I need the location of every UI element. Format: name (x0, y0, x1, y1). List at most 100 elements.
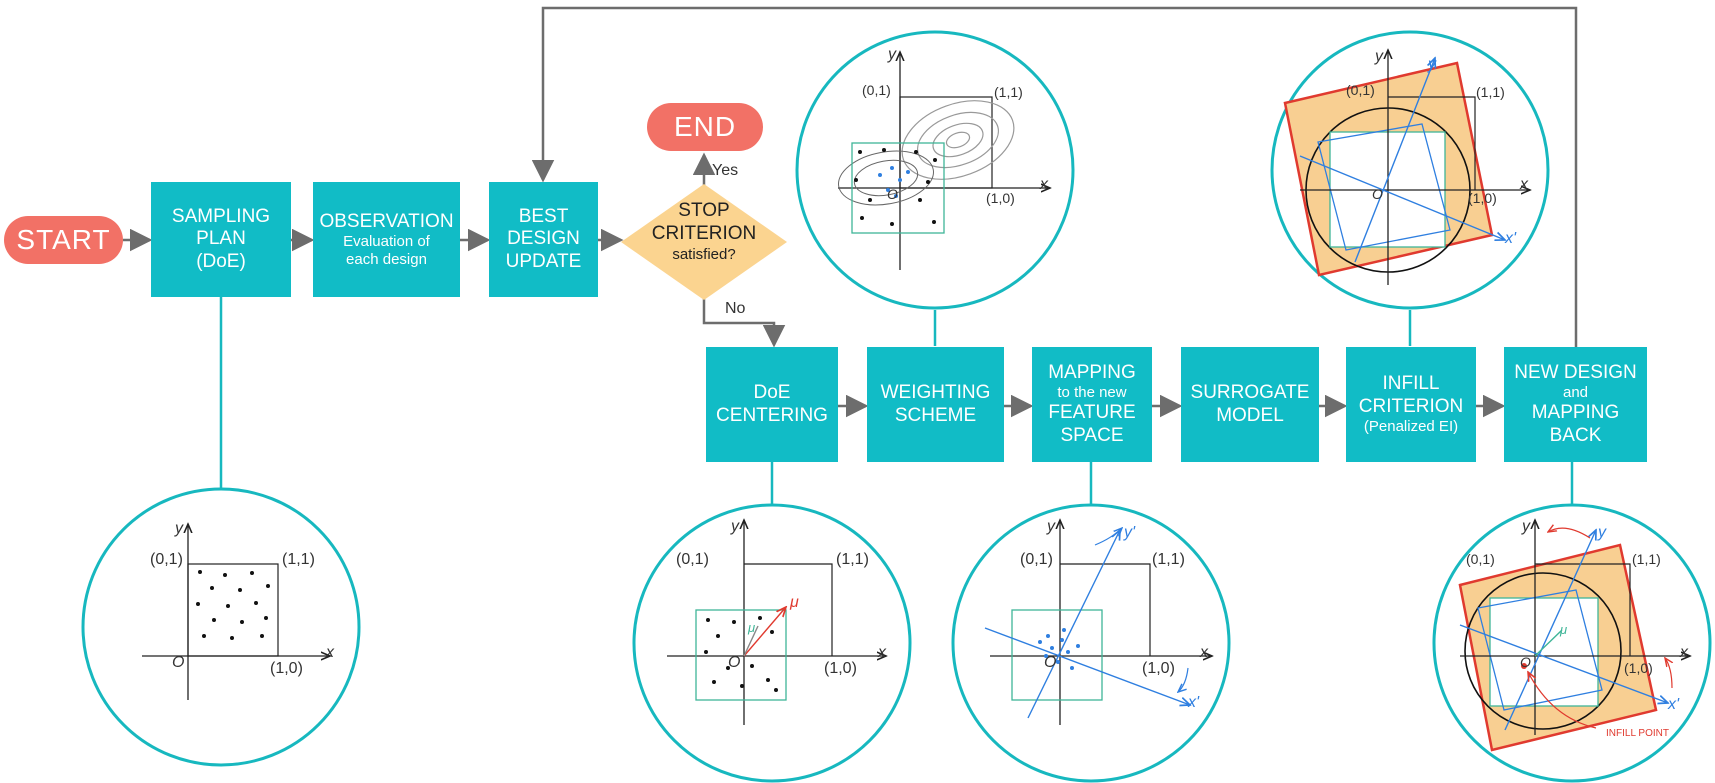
new-design-box: NEW DESIGN and MAPPING BACK (1504, 347, 1647, 462)
axis-x-rotated: x' (1188, 694, 1200, 711)
axis-label-01: (0,1) (676, 551, 709, 568)
axis-label-10: (1,0) (1142, 660, 1175, 677)
box-line: DoE (753, 382, 791, 404)
box-sub: Evaluation of (343, 233, 430, 251)
decision-line: CRITERION (651, 222, 757, 244)
observation-box: OBSERVATION Evaluation of each design (313, 182, 460, 297)
box-line: SURROGATE (1190, 382, 1310, 404)
weighting-scheme-box: WEIGHTING SCHEME (867, 347, 1004, 462)
new-design-circle (1432, 503, 1712, 783)
surrogate-model-box: SURROGATE MODEL (1181, 347, 1319, 462)
box-line: to the new (1057, 384, 1127, 402)
box-line: WEIGHTING (880, 382, 991, 404)
box-line: NEW DESIGN (1514, 362, 1637, 384)
axis-label-10: (1,0) (270, 660, 303, 677)
box-line: INFILL (1382, 373, 1440, 395)
axis-origin: O (1044, 654, 1057, 671)
axis-y: y (888, 46, 896, 63)
decision-text: STOP CRITERION satisfied? (636, 200, 772, 264)
axis-x: x (1040, 176, 1048, 193)
start-node: START (4, 216, 123, 264)
axis-label-11: (1,1) (994, 84, 1023, 100)
box-line: SPACE (1060, 424, 1124, 446)
sampling-plan-circle (81, 487, 361, 767)
axis-label-01: (0,1) (862, 82, 891, 98)
axis-label-10: (1,0) (1468, 190, 1497, 206)
axis-label-11: (1,1) (1476, 84, 1505, 100)
box-line: (Penalized EI) (1363, 418, 1459, 436)
arrow-decision-centering (702, 297, 786, 348)
axis-x: x (878, 644, 886, 661)
mapping-circle (951, 503, 1231, 783)
axis-x: x (1680, 644, 1688, 661)
axis-label-01: (0,1) (1466, 551, 1495, 567)
box-title: OBSERVATION (319, 210, 454, 232)
sampling-plan-box: SAMPLING PLAN (DoE) (151, 182, 291, 297)
arrow-loop-back (531, 6, 1578, 347)
axis-y-rotated: y' (1124, 524, 1136, 541)
axis-x: x (326, 644, 334, 661)
mapping-box: MAPPING to the new FEATURE SPACE (1032, 347, 1152, 462)
box-line: PLAN (196, 228, 246, 250)
axis-label-11: (1,1) (282, 551, 315, 568)
infill-point-label: INFILL POINT (1606, 728, 1669, 739)
box-line: BEST (518, 205, 569, 227)
box-line: FEATURE (1048, 402, 1136, 424)
box-line: SCHEME (894, 404, 977, 426)
box-line: CRITERION (1358, 395, 1464, 417)
axis-label-10: (1,0) (986, 190, 1015, 206)
doe-centering-circle (632, 503, 912, 783)
axis-origin: O (1520, 654, 1531, 670)
axis-y: y (731, 518, 739, 535)
mu-vector-label: μ (1560, 622, 1568, 637)
axis-label-01: (0,1) (1346, 82, 1375, 98)
infill-criterion-circle (1270, 30, 1550, 310)
axis-x: x (1200, 644, 1208, 661)
decision-line: STOP (678, 200, 730, 221)
axis-y-rotated: y (1428, 56, 1436, 73)
box-line: UPDATE (505, 250, 582, 272)
axis-label-11: (1,1) (1632, 551, 1661, 567)
box-line: MAPPING (1048, 362, 1136, 384)
axis-origin: O (1372, 186, 1383, 202)
axis-origin: O (887, 186, 898, 202)
axis-y: y (1522, 518, 1530, 535)
axis-y: y (1375, 48, 1383, 65)
box-line: SAMPLING (171, 205, 271, 227)
doe-centering-box: DoE CENTERING (706, 347, 838, 462)
box-line: MODEL (1216, 404, 1284, 426)
axis-x-rotated: x' (1668, 696, 1680, 713)
axis-label-10: (1,0) (824, 660, 857, 677)
axis-label-11: (1,1) (1152, 551, 1185, 568)
mu-vector-label-small: μ (748, 620, 756, 635)
axis-x: x (1520, 176, 1528, 193)
end-node: END (647, 103, 763, 151)
axis-label-11: (1,1) (836, 551, 869, 568)
axis-label-10: (1,0) (1624, 660, 1653, 676)
axis-label-01: (0,1) (1020, 551, 1053, 568)
box-line: (DoE) (196, 250, 246, 272)
edge-label-no: No (725, 300, 746, 317)
box-line: BACK (1549, 424, 1602, 446)
infill-criterion-box: INFILL CRITERION (Penalized EI) (1346, 347, 1476, 462)
axis-origin: O (172, 654, 185, 671)
decision-diamond (621, 184, 787, 300)
decision-line: satisfied? (672, 245, 736, 263)
edge-label-yes: Yes (712, 162, 739, 179)
box-line: CENTERING (716, 404, 828, 426)
mu-vector-label: μ (790, 594, 799, 611)
axis-y: y (175, 520, 183, 537)
axis-x-rotated: x' (1505, 230, 1517, 247)
best-design-box: BEST DESIGN UPDATE (489, 182, 598, 297)
axis-y: y (1047, 518, 1055, 535)
box-line: DESIGN (507, 228, 580, 250)
box-line: and (1562, 384, 1589, 402)
box-sub: each design (346, 250, 427, 268)
weighting-scheme-circle (795, 30, 1075, 310)
axis-origin: O (728, 654, 741, 671)
box-line: MAPPING (1531, 402, 1620, 424)
axis-y-rotated: y (1598, 524, 1606, 541)
axis-label-01: (0,1) (150, 551, 183, 568)
circle-connectors (219, 296, 1574, 505)
